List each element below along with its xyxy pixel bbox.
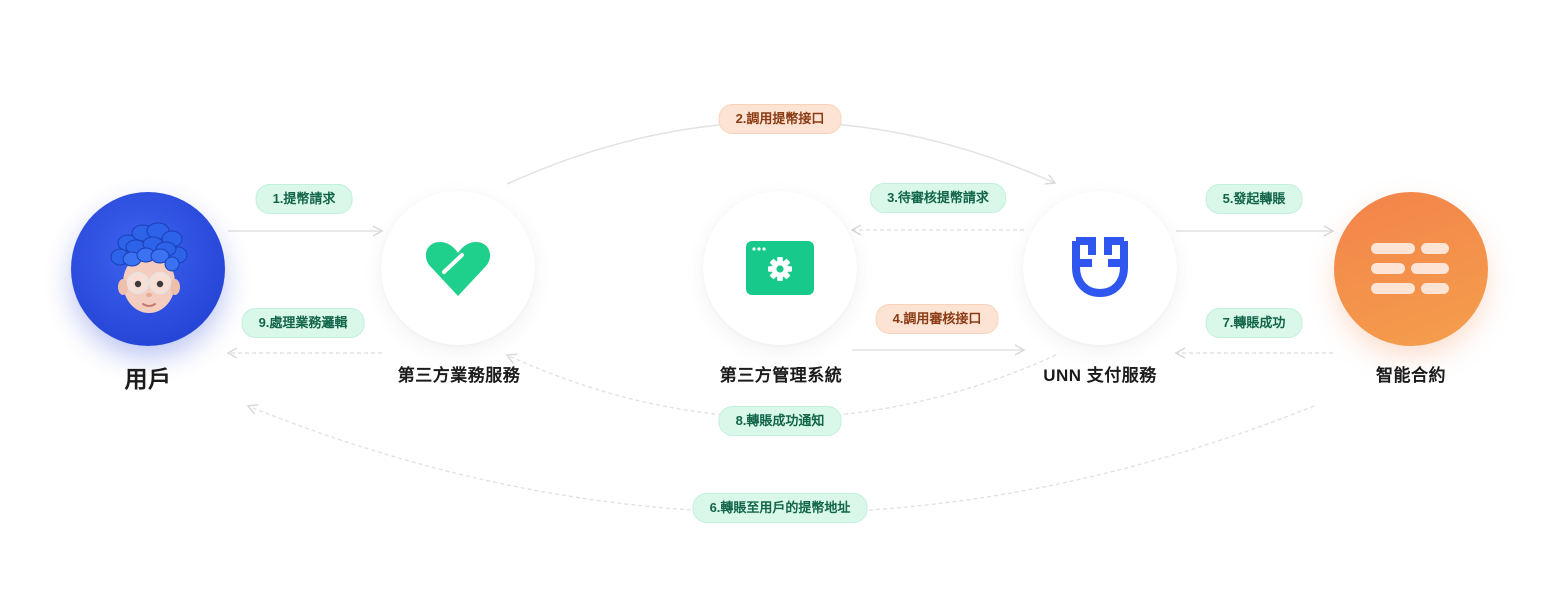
step-8-label: 8.轉賬成功通知 [718, 406, 842, 436]
node-business-service-label: 第三方業務服務 [397, 366, 521, 385]
unn-logo-icon [1072, 237, 1128, 297]
node-admin-system-label: 第三方管理系統 [719, 366, 843, 385]
node-payment-service [1023, 191, 1177, 345]
node-smart-contract-label: 智能合約 [1376, 366, 1446, 385]
contract-lines-icon [1371, 243, 1449, 294]
step-5-label: 5.發起轉賬 [1205, 184, 1303, 214]
step-6-label: 6.轉賬至用戶的提幣地址 [692, 493, 868, 523]
node-user-label: 用戶 [124, 366, 172, 392]
node-smart-contract [1334, 192, 1488, 346]
arrow-step-8 [505, 353, 1057, 419]
step-4-label: 4.調用審核接口 [875, 304, 999, 334]
step-9-label: 9.處理業務邏輯 [241, 308, 365, 338]
node-business-service [381, 191, 535, 345]
step-1-label: 1.提幣請求 [255, 184, 353, 214]
node-admin-system [703, 191, 857, 345]
settings-window-icon [746, 241, 814, 295]
step-2-label: 2.調用提幣接口 [718, 104, 842, 134]
step-3-label: 3.待審核提幣請求 [870, 183, 1006, 213]
user-avatar-icon [110, 222, 188, 313]
step-7-label: 7.轉賬成功 [1205, 308, 1303, 338]
node-user [71, 192, 225, 346]
heart-icon [425, 242, 491, 296]
node-payment-service-label: UNN 支付服務 [1043, 366, 1157, 385]
